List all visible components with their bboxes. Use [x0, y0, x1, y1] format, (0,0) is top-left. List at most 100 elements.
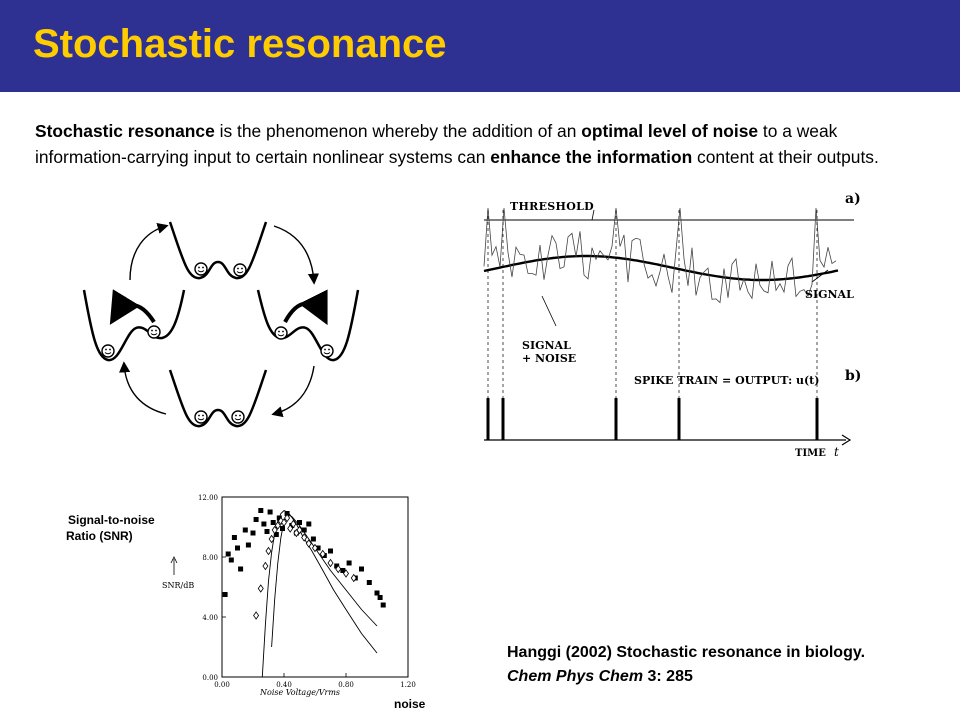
data-point-square	[280, 526, 285, 531]
data-point-square	[245, 542, 251, 548]
data-point-square	[273, 532, 279, 537]
data-point-diamond	[274, 521, 281, 530]
data-point-square	[242, 527, 248, 533]
data-point-diamond	[312, 543, 318, 553]
panel-b-label: b)	[845, 368, 861, 384]
data-point-diamond	[257, 584, 264, 593]
journal-volume: 3: 285	[643, 668, 693, 685]
data-point-square	[261, 521, 267, 527]
data-point-square	[359, 566, 364, 572]
data-point-diamond	[287, 524, 294, 533]
x-tick-label: 1.20	[400, 681, 416, 689]
data-point-square	[315, 545, 321, 551]
data-point-diamond	[281, 518, 287, 527]
intro-segment: content at their outputs.	[692, 147, 879, 167]
x-tick-label: 0.40	[276, 681, 292, 689]
data-point-diamond	[327, 558, 334, 568]
data-point-square	[264, 529, 270, 534]
data-point-diamond	[343, 569, 349, 578]
data-point-square	[228, 557, 234, 563]
data-point-diamond	[319, 549, 326, 559]
double-well-diagram	[82, 221, 360, 428]
data-point-square	[284, 511, 290, 516]
signal-noise-label-2: + NOISE	[522, 352, 576, 365]
data-point-square	[380, 602, 386, 608]
left-well	[82, 289, 186, 362]
data-point-diamond	[305, 539, 312, 548]
data-point-square	[253, 517, 259, 522]
data-point-square	[297, 520, 302, 525]
data-point-diamond	[265, 546, 272, 556]
plot-frame	[221, 496, 409, 678]
data-point-square	[306, 521, 312, 527]
data-point-square	[225, 551, 231, 557]
data-point-square	[340, 568, 346, 573]
data-point-square	[276, 515, 282, 521]
data-point-diamond	[262, 561, 269, 571]
y-tick-label: 8.00	[202, 554, 218, 562]
data-point-square	[334, 563, 340, 569]
data-point-diamond	[268, 534, 275, 544]
intro-segment: to a weak information-carrying input to …	[35, 121, 838, 167]
x-tick-label: 0.80	[338, 681, 354, 689]
intro-segment: optimal level of noise	[581, 121, 759, 141]
data-point-square	[258, 508, 264, 513]
signal-label: SIGNAL	[805, 288, 854, 301]
journal-name: Chem Phys Chem	[507, 668, 644, 685]
data-point-square	[231, 535, 237, 540]
y-tick-label: 0.00	[202, 674, 218, 682]
spike-train-label: SPIKE TRAIN = OUTPUT: u(t)	[634, 374, 819, 387]
data-point-square	[222, 592, 228, 597]
slide-title: Stochastic resonance	[33, 22, 447, 66]
spike-bar	[815, 398, 819, 440]
data-point-diamond	[296, 525, 303, 535]
spike-bar	[677, 398, 681, 440]
signal-curve	[483, 254, 839, 282]
bottom-well	[168, 369, 268, 428]
threshold-label: THRESHOLD	[510, 200, 594, 213]
snr-ylabel-1: Signal-to-noise	[68, 513, 155, 527]
data-point-diamond	[271, 525, 278, 535]
data-point-square	[301, 527, 307, 533]
y-tick-label: 12.00	[198, 494, 218, 502]
data-point-square	[366, 580, 372, 585]
intro-segment: Stochastic resonance	[35, 121, 215, 141]
data-point-square	[346, 560, 352, 566]
snr-axis-label: SNR/dB	[162, 581, 194, 590]
spike-bar	[614, 398, 618, 440]
citation-line-2: Chem Phys Chem 3: 285	[507, 668, 693, 686]
data-point-diamond	[350, 573, 357, 583]
citation-line-1: Hanggi (2002) Stochastic resonance in bi…	[507, 644, 866, 661]
spike-bar	[486, 398, 490, 440]
data-point-diamond	[284, 513, 291, 523]
data-point-square	[270, 520, 276, 525]
y-tick-label: 4.00	[202, 614, 218, 622]
data-point-square	[374, 590, 380, 596]
signal-noise-label-1: SIGNAL	[522, 339, 571, 352]
threshold-figure: THRESHOLD a) SIGNAL SIGNAL + NOISE SPIKE…	[483, 191, 861, 459]
data-point-square	[267, 509, 273, 515]
snr-plot: 0.00 4.00 8.00 12.00 0.00 0.40 0.80 1.20 SNR/dB…	[162, 494, 416, 697]
snr-ylabel-2: Ratio (SNR)	[66, 529, 133, 543]
noise-label: noise	[394, 697, 426, 711]
data-point-square	[238, 566, 244, 572]
theory-curve	[271, 514, 378, 648]
spike-bar	[501, 398, 505, 440]
time-var-label: t	[834, 445, 839, 459]
data-point-square	[310, 536, 316, 542]
data-point-square	[328, 548, 333, 554]
intro-paragraph: Stochastic resonance is the phenomenon w…	[35, 118, 915, 170]
data-point-diamond	[335, 564, 342, 574]
panel-a-label: a)	[845, 191, 861, 207]
top-well	[168, 221, 268, 280]
x-axis-label: Noise Voltage/Vrms	[259, 688, 340, 697]
title-bar: Stochastic resonance	[0, 0, 960, 92]
data-point-diamond	[290, 519, 297, 529]
data-point-square	[250, 530, 256, 536]
data-point-square	[235, 545, 240, 551]
data-point-diamond	[253, 611, 260, 620]
data-point-diamond	[301, 533, 308, 542]
right-well	[256, 289, 360, 362]
intro-segment: enhance the information	[490, 147, 693, 167]
x-tick-label: 0.00	[214, 681, 230, 689]
